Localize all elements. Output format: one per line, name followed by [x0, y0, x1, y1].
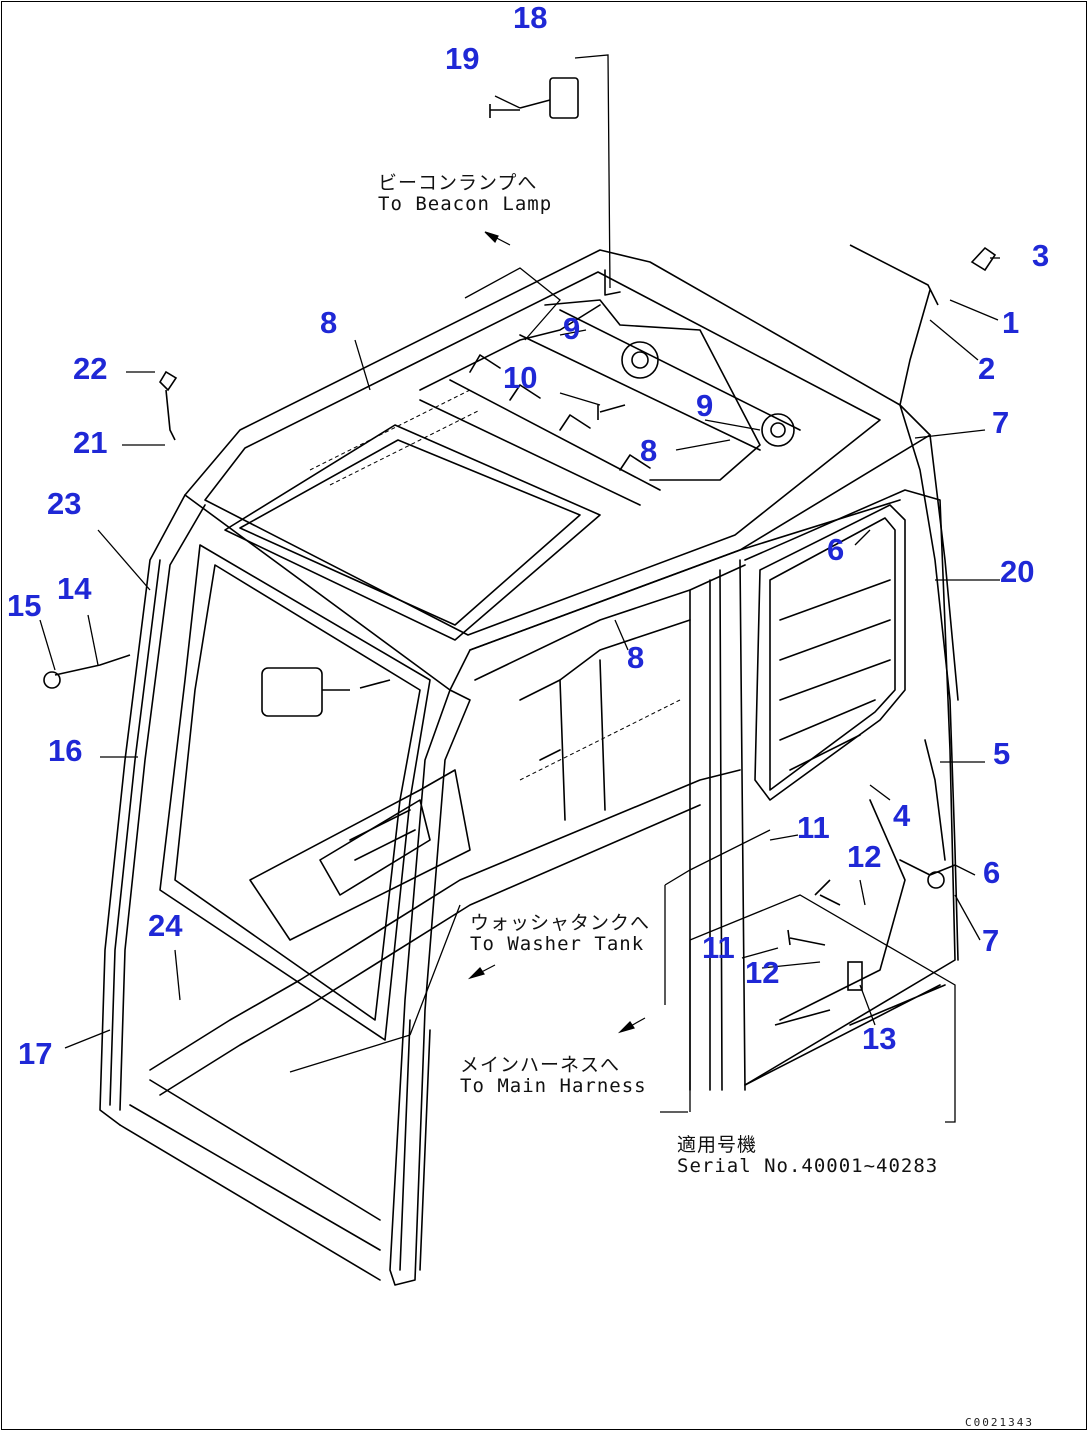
note-main-harness-en: To Main Harness — [460, 1075, 647, 1098]
callout-10: 10 — [503, 360, 538, 395]
drawing-code: C0021343 — [965, 1416, 1034, 1429]
note-main-harness: メインハーネスへ To Main Harness — [460, 1054, 647, 1098]
roof-window — [224, 424, 601, 641]
callout-1: 1 — [1002, 305, 1020, 340]
note-washer-tank-en: To Washer Tank — [470, 933, 645, 956]
note-serial-range: 適用号機 Serial No.40001~40283 — [677, 1134, 939, 1178]
beacon-bracket-part — [549, 77, 579, 119]
note-beacon-lamp-en: To Beacon Lamp — [378, 193, 553, 216]
callout-20: 20 — [1000, 554, 1035, 589]
callout-15: 15 — [7, 588, 42, 623]
callout-9: 9 — [696, 388, 714, 423]
note-washer-tank-jp: ウォッシャタンクへ — [470, 912, 651, 934]
callout-14: 14 — [57, 571, 92, 606]
callout-11: 11 — [797, 810, 830, 845]
note-beacon-lamp-jp: ビーコンランプへ — [378, 172, 538, 194]
callout-21: 21 — [73, 425, 108, 460]
callout-3: 3 — [1032, 238, 1050, 273]
note-serial-range-jp: 適用号機 — [677, 1134, 758, 1156]
callout-18: 18 — [513, 0, 548, 35]
callout-11: 11 — [702, 930, 735, 965]
door-frame — [719, 559, 746, 1091]
work-lamp-part — [261, 667, 323, 717]
callout-7: 7 — [992, 405, 1010, 440]
callout-13: 13 — [862, 1021, 897, 1056]
callout-17: 17 — [18, 1036, 53, 1071]
note-serial-range-en: Serial No.40001~40283 — [677, 1155, 939, 1178]
cab-roof-frame — [184, 249, 931, 691]
callout-24: 24 — [148, 908, 183, 943]
leader-18 — [574, 54, 611, 289]
callout-22: 22 — [73, 351, 108, 386]
callout-12: 12 — [847, 839, 882, 874]
door-window — [754, 504, 906, 801]
note-washer-tank: ウォッシャタンクへ To Washer Tank — [470, 912, 651, 956]
callout-9: 9 — [563, 311, 581, 346]
callout-4: 4 — [893, 798, 911, 833]
right-front-pillar — [389, 689, 471, 1286]
callout-7: 7 — [982, 923, 1000, 958]
rear-left-post — [689, 579, 711, 1091]
callout-2: 2 — [978, 351, 996, 386]
callout-12: 12 — [745, 955, 780, 990]
door-panel — [744, 489, 956, 1086]
callout-5: 5 — [993, 736, 1011, 771]
left-front-pillar — [99, 494, 186, 1126]
callout-6: 6 — [983, 855, 1001, 890]
callout-16: 16 — [48, 733, 83, 768]
callout-8: 8 — [320, 305, 338, 340]
note-beacon-lamp: ビーコンランプへ To Beacon Lamp — [378, 172, 553, 216]
callout-23: 23 — [47, 486, 82, 521]
note-main-harness-jp: メインハーネスへ — [460, 1054, 621, 1076]
front-windshield — [159, 544, 431, 1041]
callout-6: 6 — [827, 532, 845, 567]
leader-19 — [494, 95, 521, 109]
callout-8: 8 — [627, 640, 645, 675]
callout-19: 19 — [445, 41, 480, 76]
rear-right-pillar — [899, 404, 959, 961]
callout-8: 8 — [640, 433, 658, 468]
cab-floor-frame — [119, 1079, 381, 1281]
